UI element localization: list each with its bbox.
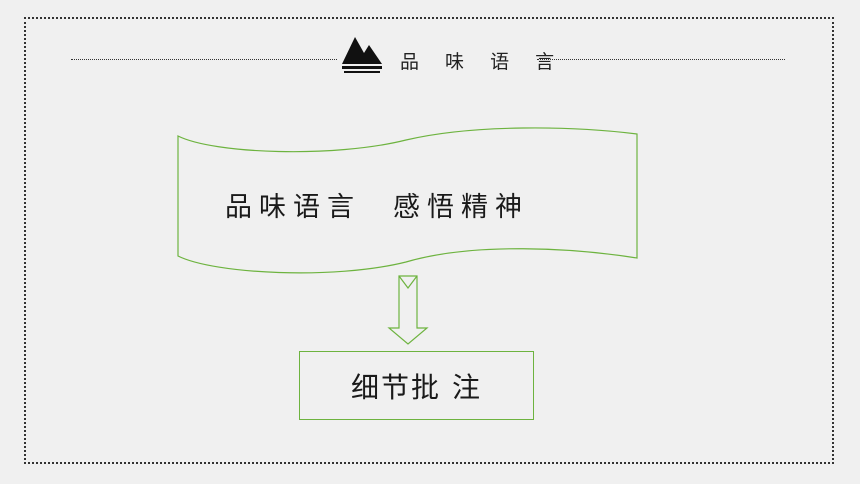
mountain-icon (342, 37, 382, 73)
slide-frame (24, 17, 834, 464)
header-rule-left (71, 59, 337, 60)
down-arrow-icon (387, 275, 429, 345)
annotation-box-label: 细节批 注 (351, 370, 482, 404)
banner-right-text: 感悟精神 (393, 192, 529, 223)
banner-left-text: 品味语言 (225, 192, 361, 223)
annotation-box: 细节批 注 (299, 351, 534, 420)
banner-text: 品味语言 感悟精神 (225, 185, 529, 224)
banner-scroll (177, 127, 638, 274)
header-rule-right (537, 59, 785, 60)
header-title: 品 味 语 言 (400, 51, 565, 73)
